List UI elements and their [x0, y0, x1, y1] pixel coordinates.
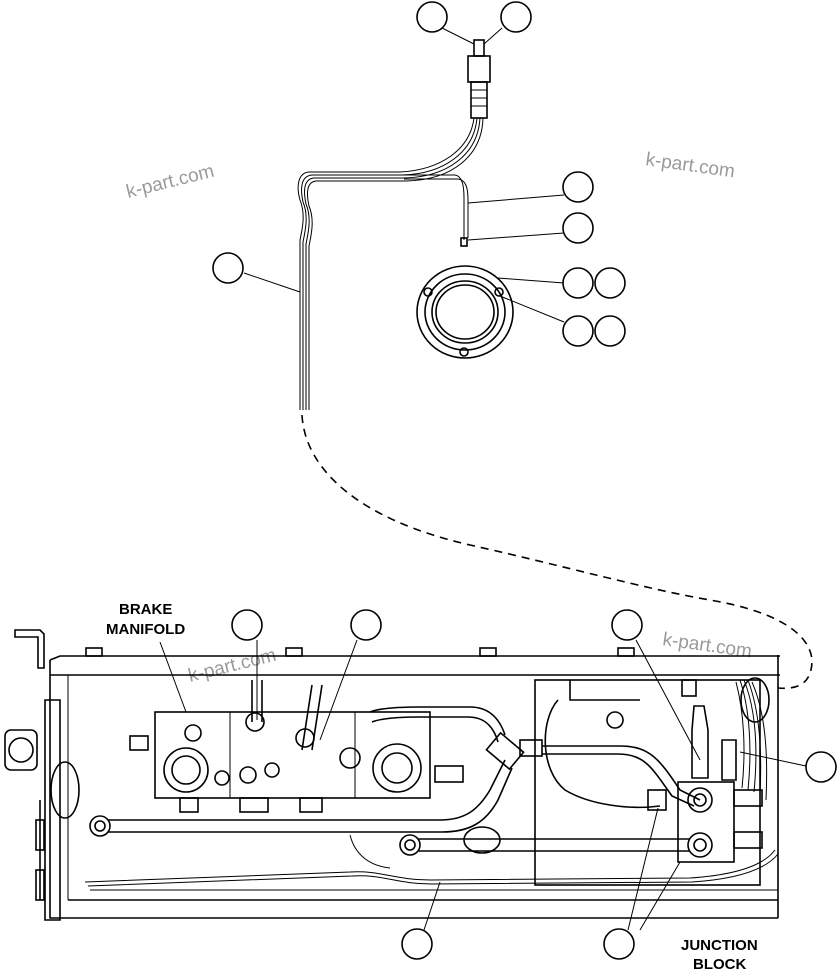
watermark-1: k-part.com [124, 161, 216, 203]
callout-11[interactable] [350, 609, 382, 641]
junction-block-label-line1: JUNCTION [681, 937, 758, 954]
brake-manifold-label-line1: BRAKE [119, 601, 172, 618]
callout-15[interactable] [603, 928, 635, 960]
callout-13[interactable] [805, 751, 837, 783]
watermark-4: k-part.com [661, 629, 753, 662]
callout-5[interactable] [212, 252, 244, 284]
grommet [416, 265, 514, 359]
watermark-2: k-part.com [644, 149, 736, 182]
callout-2[interactable] [500, 1, 532, 33]
brake-manifold [129, 680, 464, 813]
leader-lines [159, 27, 807, 931]
callout-12[interactable] [611, 609, 643, 641]
junction-block [534, 677, 770, 886]
callout-10[interactable] [231, 609, 263, 641]
callouts [212, 1, 837, 960]
brake-lines [84, 706, 779, 887]
watermark-3: k-part.com [186, 645, 278, 687]
frame-assembly [4, 629, 780, 921]
callout-9[interactable] [594, 315, 626, 347]
callout-6[interactable] [562, 267, 594, 299]
callout-7[interactable] [594, 267, 626, 299]
brake-manifold-label-line2: MANIFOLD [106, 621, 185, 638]
junction-block-label-line2: BLOCK [693, 956, 746, 972]
callout-4[interactable] [562, 212, 594, 244]
callout-1[interactable] [416, 1, 448, 33]
callout-3[interactable] [562, 171, 594, 203]
callout-14[interactable] [401, 928, 433, 960]
callout-8[interactable] [562, 315, 594, 347]
wire-harness [297, 39, 813, 690]
